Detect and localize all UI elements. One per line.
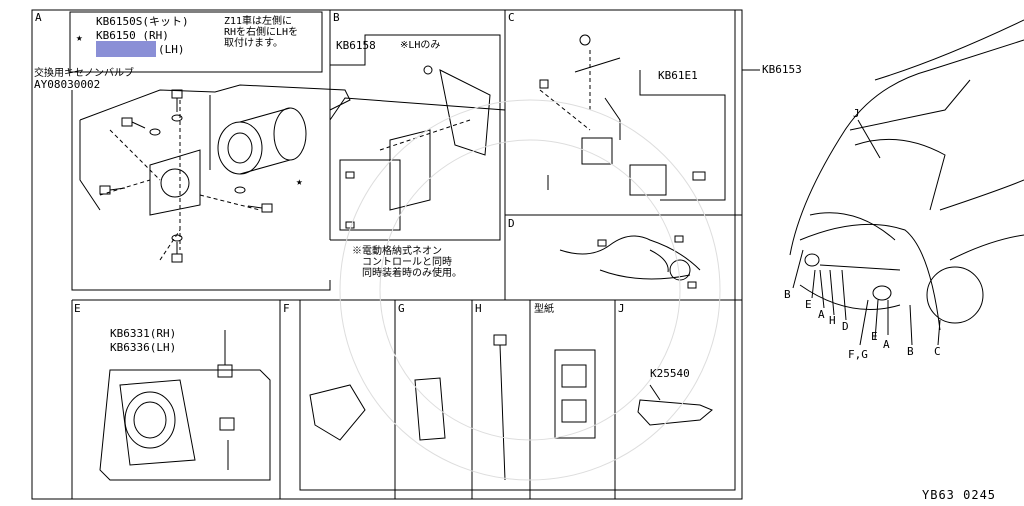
section-d-letter: D bbox=[508, 217, 515, 230]
outer-frame bbox=[31, 9, 743, 500]
car-label-e-left: E bbox=[805, 298, 812, 311]
part-kb6336-lh: KB6336(LH) bbox=[110, 341, 177, 354]
car-label-h: H bbox=[829, 314, 836, 327]
car-label-e-right: E bbox=[871, 330, 878, 343]
star-marker: ★ bbox=[76, 31, 83, 44]
xenon-bulb-label: 交換用キセノンバルブ bbox=[34, 68, 134, 79]
part-kb6331-rh: KB6331(RH) bbox=[110, 327, 177, 340]
car-label-a-right: A bbox=[883, 338, 890, 351]
car-label-b-right: B bbox=[907, 345, 914, 358]
part-kb6158: KB6158 bbox=[336, 39, 376, 52]
section-e-letter: E bbox=[74, 302, 81, 315]
car-label-d: D bbox=[842, 320, 849, 333]
car-label-j: J bbox=[853, 107, 860, 120]
highlight-box bbox=[96, 41, 156, 57]
section-g-letter: G bbox=[398, 302, 405, 315]
mounting-note: Z11車は左側に RHを右側にLHを 取付けます。 bbox=[224, 16, 299, 49]
section-j-letter: J bbox=[618, 302, 625, 315]
section-h-letter: H bbox=[475, 302, 482, 315]
car-label-c: C bbox=[934, 345, 941, 358]
section-a-letter: A bbox=[35, 11, 42, 24]
section-c-letter: C bbox=[508, 11, 515, 24]
car-label-b-left: B bbox=[784, 288, 791, 301]
diagram-code: YB63 0245 bbox=[922, 488, 997, 502]
section-template-label: 型紙 bbox=[534, 304, 554, 315]
car-label-fg: F,G bbox=[848, 348, 868, 361]
section-b-letter: B bbox=[333, 11, 340, 24]
lh-only-note: ※LHのみ bbox=[400, 40, 441, 51]
xenon-bulb-part: AY08030002 bbox=[34, 78, 101, 91]
part-kb6153: KB6153 bbox=[762, 63, 802, 76]
neon-footnote: ※電動格納式ネオン コントロールと同時 同時装着時のみ使用。 bbox=[352, 246, 462, 279]
part-kb6150-rh: KB6150 (RH) bbox=[96, 29, 169, 42]
part-kb6150s: KB6150S(キット) bbox=[96, 15, 189, 28]
star-marker-diagram: ★ bbox=[296, 175, 303, 188]
section-f-letter: F bbox=[283, 302, 290, 315]
part-kb61e1: KB61E1 bbox=[658, 69, 698, 82]
part-k25540: K25540 bbox=[650, 367, 690, 380]
part-lh: (LH) bbox=[158, 43, 185, 56]
car-label-a-left: A bbox=[818, 308, 825, 321]
